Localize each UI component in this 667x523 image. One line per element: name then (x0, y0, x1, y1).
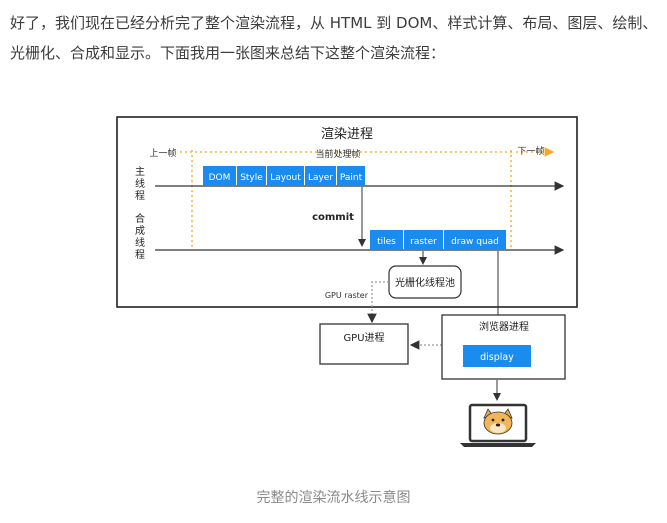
renderer-process-box (116, 116, 578, 308)
browser-process-label: 浏览器进程 (479, 320, 529, 333)
next-frame-label: 下一帧 (517, 145, 544, 157)
svg-text:draw quad: draw quad (451, 237, 499, 247)
renderer-process-title: 渲染进程 (321, 127, 373, 142)
doge-monitor-icon (460, 403, 536, 447)
main-stage-layer: Layer (305, 166, 336, 186)
current-frame-label: 当前处理帧 (315, 148, 360, 160)
commit-label: commit (312, 212, 354, 223)
svg-text:Style: Style (240, 173, 263, 183)
main-thread-label-3: 程 (135, 190, 145, 202)
main-thread-label-1: 主 (135, 166, 145, 178)
raster-thread-pool-label: 光栅化线程池 (395, 276, 455, 289)
main-stage-dom: DOM (203, 166, 236, 186)
main-stage-layout: Layout (267, 166, 304, 186)
compositor-stage-raster: raster (404, 230, 443, 250)
compositor-stage-draw-quad: draw quad (444, 230, 506, 250)
intro-paragraph: 好了，我们现在已经分析完了整个渲染流程，从 HTML 到 DOM、样式计算、布局… (10, 14, 658, 62)
gpu-process-box (319, 323, 409, 365)
figure-caption: 完整的渲染流水线示意图 (256, 490, 411, 506)
compositor-thread-label-4: 程 (135, 249, 145, 261)
svg-text:Layout: Layout (270, 173, 301, 183)
svg-text:raster: raster (410, 237, 437, 247)
main-stage-paint: Paint (337, 166, 365, 186)
compositor-stage-tiles: tiles (370, 230, 403, 250)
gpu-process-label: GPU进程 (343, 332, 384, 344)
display-stage: display (463, 345, 531, 367)
prev-frame-label: 上一帧 (149, 147, 176, 159)
compositor-thread-label-3: 线 (135, 236, 145, 249)
compositor-thread-label-2: 成 (135, 225, 145, 237)
svg-text:DOM: DOM (209, 173, 231, 183)
main-stage-style: Style (237, 166, 266, 186)
svg-text:Paint: Paint (340, 173, 363, 183)
gpu-raster-arrow (367, 281, 389, 324)
compositor-thread-label-1: 合 (135, 212, 145, 225)
svg-text:Layer: Layer (308, 173, 333, 183)
main-thread-label-2: 线 (135, 177, 145, 190)
gpu-raster-label: GPU raster (325, 291, 369, 300)
svg-text:tiles: tiles (377, 237, 396, 247)
svg-text:display: display (480, 352, 514, 363)
